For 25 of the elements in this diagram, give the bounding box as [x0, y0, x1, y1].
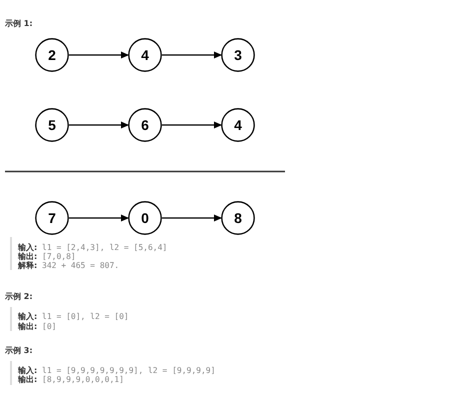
code-line: 输入: l1 = [2,4,3], l2 = [5,6,4]: [18, 242, 168, 252]
code-line: 输出: [8,9,9,9,0,0,0,1]: [18, 374, 124, 385]
list-node-circle: 4: [128, 38, 162, 72]
list-node-circle: 6: [128, 108, 162, 142]
list-node-circle: 3: [221, 38, 255, 72]
example-heading: 示例 2:: [5, 291, 33, 302]
code-line: 输出: [0]: [18, 321, 56, 332]
example-heading: 示例 1:: [5, 18, 33, 29]
list-node-circle: 7: [35, 201, 69, 235]
list-node-circle: 0: [128, 201, 162, 235]
arrow: [162, 52, 222, 58]
list-node-circle: 4: [221, 108, 255, 142]
arrow: [69, 214, 129, 222]
arrow: [162, 122, 222, 128]
code-line: 输入: l1 = [9,9,9,9,9,9,9], l2 = [9,9,9,9]: [18, 365, 216, 375]
arrow: [69, 122, 129, 128]
list-node-circle: 2: [35, 38, 69, 72]
code-line: 输入: l1 = [0], l2 = [0]: [18, 311, 129, 322]
list-node-circle: 8: [221, 201, 255, 235]
arrow: [69, 52, 129, 58]
example-heading: 示例 3:: [5, 345, 33, 356]
arrow: [162, 214, 222, 222]
code-line: 解释: 342 + 465 = 807.: [18, 260, 120, 271]
list-node-circle: 5: [35, 108, 69, 142]
code-line: 输出: [7,0,8]: [18, 252, 76, 261]
